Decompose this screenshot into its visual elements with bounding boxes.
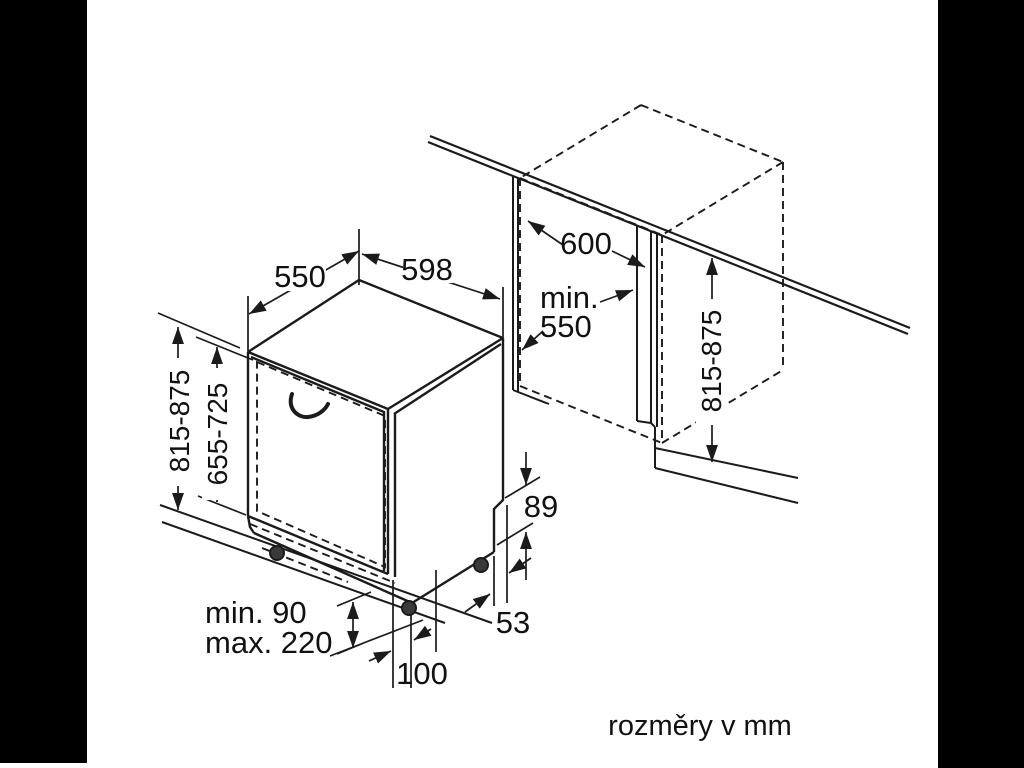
- dim-label-height-left: 815-875: [164, 370, 195, 473]
- dim-label-plinth-min: min. 90: [205, 595, 307, 630]
- dim-label-outlet-height: 89: [524, 489, 558, 524]
- floor-lines: [159, 447, 799, 624]
- dishwasher-outline: [246, 278, 505, 605]
- dim-label-niche-min-word: min.: [540, 280, 599, 315]
- door-handle-arc: [288, 392, 330, 420]
- niche-wall-lines: [512, 176, 658, 468]
- foot-front: [401, 600, 417, 616]
- countertop-edge-lines: [427, 134, 911, 336]
- dim-label-niche-min-value: 550: [540, 309, 592, 344]
- leader-counter-depth-right: [611, 250, 646, 268]
- foot-left: [269, 545, 285, 561]
- units-caption: rozměry v mm: [608, 710, 792, 742]
- dim-arrow-rear-gap-right: [508, 557, 532, 574]
- dim-label-top-width: 598: [401, 252, 453, 287]
- dim-label-counter-depth: 600: [560, 226, 612, 261]
- dim-label-foot-offset: 100: [396, 656, 448, 691]
- dim-label-rear-gap: 53: [496, 605, 530, 640]
- dim-arrow-rear-gap-left: [464, 593, 491, 613]
- leader-counter-depth-left: [527, 220, 564, 246]
- adjustable-feet: [269, 545, 489, 616]
- dim-label-top-depth: 550: [274, 259, 326, 294]
- foot-middle: [473, 557, 489, 573]
- dim-label-door-height: 655-725: [202, 383, 233, 486]
- leader-niche-min-lower: [521, 330, 544, 351]
- dim-arrow-foot-offset-left: [368, 650, 392, 664]
- label-mask: [403, 257, 453, 283]
- pillarbox-right: [938, 0, 1024, 768]
- dim-label-plinth-max: max. 220: [205, 625, 333, 660]
- label-mask: [164, 358, 194, 486]
- dim-arrow-foot-offset-right: [413, 625, 432, 641]
- label-mask: [202, 368, 232, 500]
- pillarbox-left: [0, 0, 87, 763]
- label-mask: [696, 299, 726, 425]
- leader-niche-min-upper: [599, 289, 634, 303]
- label-mask: [276, 264, 326, 291]
- dim-label-height-right: 815-875: [696, 310, 727, 413]
